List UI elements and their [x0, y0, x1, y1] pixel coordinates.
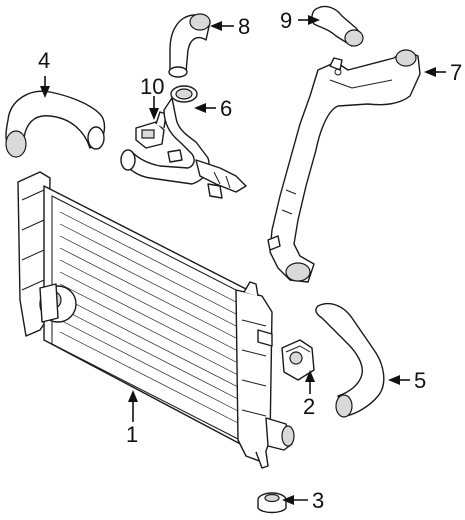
callout-10-label: 10 [140, 74, 164, 99]
pipe-7 [267, 49, 421, 283]
callout-6-label: 6 [220, 96, 232, 121]
callout-9: 9 [280, 8, 320, 33]
callout-8-label: 8 [238, 14, 250, 39]
callout-4: 4 [38, 48, 50, 98]
grommet-3 [257, 492, 287, 514]
hose-4 [5, 90, 106, 158]
callout-3-label: 3 [312, 488, 324, 513]
callout-5: 5 [388, 368, 426, 393]
callout-8: 8 [210, 14, 250, 39]
callout-1: 1 [126, 390, 138, 447]
callout-10: 10 [140, 74, 164, 120]
callout-2: 2 [303, 370, 315, 419]
pipe-6 [120, 85, 247, 199]
core-fins [59, 199, 241, 425]
callout-7-label: 7 [450, 60, 462, 85]
hose-5 [315, 302, 385, 418]
callout-5-label: 5 [414, 368, 426, 393]
bracket-2 [281, 339, 315, 381]
callout-4-label: 4 [38, 48, 50, 73]
sensor-10 [135, 111, 167, 149]
intercooler-core [17, 171, 295, 469]
callout-1-label: 1 [126, 422, 138, 447]
hose-8 [168, 13, 211, 78]
callout-3: 3 [282, 488, 324, 513]
callout-7: 7 [424, 60, 462, 85]
callout-6: 6 [194, 96, 232, 121]
hose-9 [311, 5, 364, 47]
callout-2-label: 2 [303, 394, 315, 419]
callout-9-label: 9 [280, 8, 292, 33]
